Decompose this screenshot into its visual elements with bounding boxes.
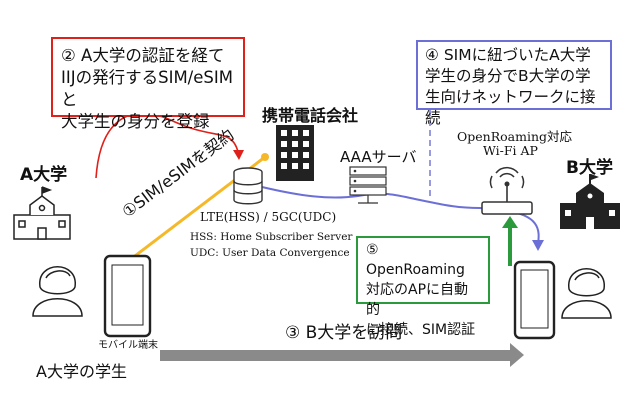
aaa-server-label: AAAサーバ [340, 148, 417, 166]
university-b-label: B大学 [566, 158, 613, 178]
contract-dot-end [261, 153, 269, 161]
auto-connect-step-box: ⑤ OpenRoaming 対応のAPに自動的 に接続、SIM認証 [356, 236, 490, 338]
student-right-icon [561, 268, 612, 319]
database-server-icon [233, 167, 263, 205]
carrier-building-icon [276, 125, 314, 181]
university-a-icon [13, 186, 71, 240]
network-step-box: ④ SIMに紐づいたA大学 学生の身分でB大学の学 生向けネットワークに接続 [416, 40, 612, 127]
lte-label: LTE(HSS) / 5GC(UDC) [200, 210, 337, 224]
ap-title-label: OpenRoaming対応 [457, 129, 572, 144]
carrier-label: 携帯電話会社 [262, 106, 359, 125]
university-b-icon [560, 174, 620, 229]
phone-right-icon [513, 260, 556, 340]
visit-arrow-head [510, 343, 524, 367]
phone-left-icon [103, 254, 152, 338]
ap-sub-label: Wi-Fi AP [483, 143, 538, 158]
visit-step-label: ③ B大学を訪問 [285, 323, 403, 343]
udc-label: UDC: User Data Convergence [190, 247, 350, 259]
network-path [261, 186, 540, 245]
device-label: モバイル端末 [98, 340, 158, 351]
registration-arrowhead [233, 150, 244, 160]
green-arrowhead [502, 216, 518, 228]
hss-label: HSS: Home Subscriber Server [190, 231, 353, 243]
registration-curve [95, 112, 239, 179]
aaa-server-icon [349, 166, 387, 204]
student-label: A大学の学生 [36, 362, 127, 381]
network-arrowhead [532, 240, 544, 251]
wifi-ap-icon [481, 166, 533, 215]
university-a-label: A大学 [20, 165, 68, 185]
registration-step-box: ② A大学の認証を経て IIJの発行するSIM/eSIMと 大学生の身分を登録 [51, 37, 245, 131]
visit-arrow-body [160, 350, 510, 361]
student-left-icon [32, 266, 83, 317]
